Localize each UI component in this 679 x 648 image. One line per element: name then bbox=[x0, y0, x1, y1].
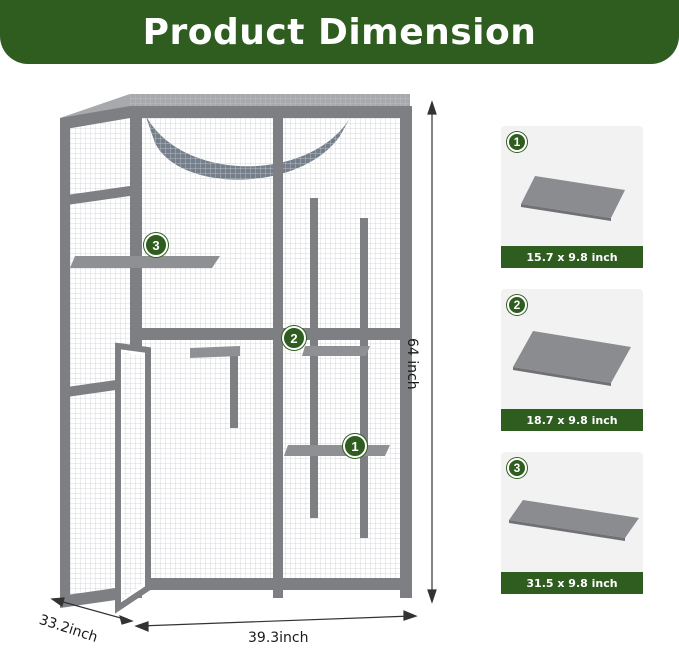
part-number-badge: 1 bbox=[507, 132, 527, 152]
part-card-3: 3 31.5 x 9.8 inch bbox=[501, 452, 643, 594]
title-banner: Product Dimension bbox=[0, 0, 679, 64]
part-number-badge: 3 bbox=[507, 458, 527, 478]
board-3-shape bbox=[509, 500, 639, 541]
part-size-label: 18.7 x 9.8 inch bbox=[501, 409, 643, 431]
board-2-shape bbox=[513, 331, 631, 386]
part-number-badge: 2 bbox=[507, 295, 527, 315]
part-size-label: 15.7 x 9.8 inch bbox=[501, 246, 643, 268]
part-size-label: 31.5 x 9.8 inch bbox=[501, 572, 643, 594]
part-card-1: 1 15.7 x 9.8 inch bbox=[501, 126, 643, 268]
page-title: Product Dimension bbox=[142, 11, 537, 53]
height-label: 64 inch bbox=[404, 338, 420, 390]
catio-cage-illustration bbox=[50, 94, 437, 632]
part-card-2: 2 18.7 x 9.8 inch bbox=[501, 289, 643, 431]
marker-1: 1 bbox=[343, 434, 367, 458]
shelf-2 bbox=[302, 346, 370, 356]
marker-2: 2 bbox=[282, 326, 306, 350]
marker-3: 3 bbox=[144, 233, 168, 257]
width-label: 39.3inch bbox=[248, 630, 309, 646]
shelf-1 bbox=[284, 445, 390, 456]
shelf-3 bbox=[70, 256, 220, 268]
board-1-shape bbox=[521, 176, 625, 221]
